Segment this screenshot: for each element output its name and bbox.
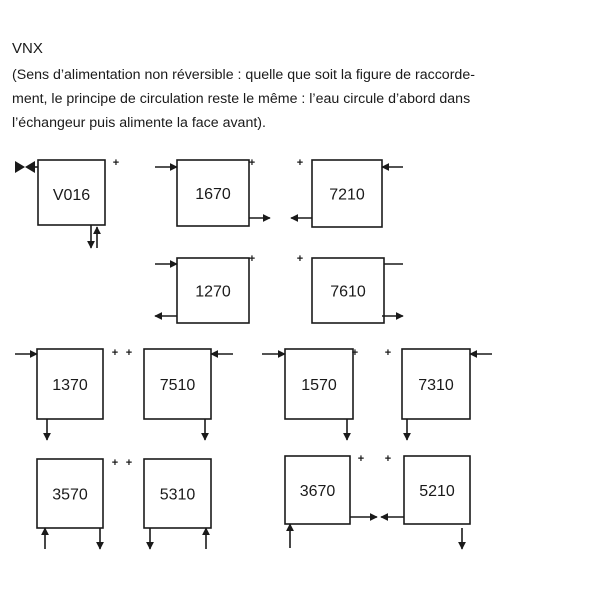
description-line: l’échangeur puis alimente la face avant)… bbox=[12, 115, 266, 131]
radiator-code: 7310 bbox=[418, 377, 454, 394]
description: (Sens d’alimentation non réversible : qu… bbox=[12, 63, 592, 135]
radiator-code: 1570 bbox=[301, 377, 337, 394]
radiator-code: 5210 bbox=[419, 483, 455, 500]
radiator-box bbox=[284, 455, 351, 525]
radiator-code: 7610 bbox=[330, 284, 366, 301]
valve-icon bbox=[15, 161, 25, 173]
radiator-code: 3670 bbox=[300, 483, 336, 500]
plus-marker: + bbox=[112, 347, 118, 359]
radiator-code: 3570 bbox=[52, 487, 88, 504]
radiator-box bbox=[284, 348, 354, 420]
radiator-box bbox=[37, 159, 106, 226]
radiator-code: 7210 bbox=[329, 187, 365, 204]
plus-marker: + bbox=[126, 457, 132, 469]
radiator-code: 1270 bbox=[195, 284, 231, 301]
radiator-code: 7510 bbox=[160, 377, 196, 394]
radiator-box bbox=[311, 257, 385, 324]
radiator-code: V016 bbox=[53, 187, 90, 204]
plus-markers: + + + + + + + + + + + + + bbox=[112, 157, 391, 469]
radiator-box bbox=[143, 348, 212, 420]
radiator-box bbox=[176, 257, 250, 324]
header: VNX (Sens d’alimentation non réversible … bbox=[12, 40, 592, 135]
plus-marker: + bbox=[385, 453, 391, 465]
plus-marker: + bbox=[249, 157, 255, 169]
radiator-code: 5310 bbox=[160, 487, 196, 504]
radiator-box bbox=[311, 159, 383, 228]
radiator-code: 1370 bbox=[52, 377, 88, 394]
plus-marker: + bbox=[249, 253, 255, 265]
plus-marker: + bbox=[112, 457, 118, 469]
radiator-box bbox=[176, 159, 250, 227]
connection-arrows bbox=[15, 161, 492, 550]
plus-marker: + bbox=[352, 347, 358, 359]
plus-marker: + bbox=[358, 453, 364, 465]
valve-icon bbox=[25, 161, 35, 173]
plus-marker: + bbox=[297, 157, 303, 169]
plus-marker: + bbox=[385, 347, 391, 359]
plus-marker: + bbox=[297, 253, 303, 265]
radiator-box bbox=[36, 458, 104, 529]
radiator-box bbox=[403, 455, 471, 525]
plus-marker: + bbox=[113, 157, 119, 169]
radiator-box bbox=[36, 348, 104, 420]
description-line: ment, le principe de circulation reste l… bbox=[12, 91, 471, 107]
radiator-boxes: V016 1670 7210 1270 7610 1370 7510 1570 7310 3570… bbox=[36, 159, 471, 529]
description-line: (Sens d’alimentation non réversible : qu… bbox=[12, 67, 475, 83]
radiator-box bbox=[143, 458, 212, 529]
plus-marker: + bbox=[126, 347, 132, 359]
radiator-box bbox=[401, 348, 471, 420]
diagram-title: VNX bbox=[12, 40, 43, 57]
radiator-code: 1670 bbox=[195, 186, 231, 203]
